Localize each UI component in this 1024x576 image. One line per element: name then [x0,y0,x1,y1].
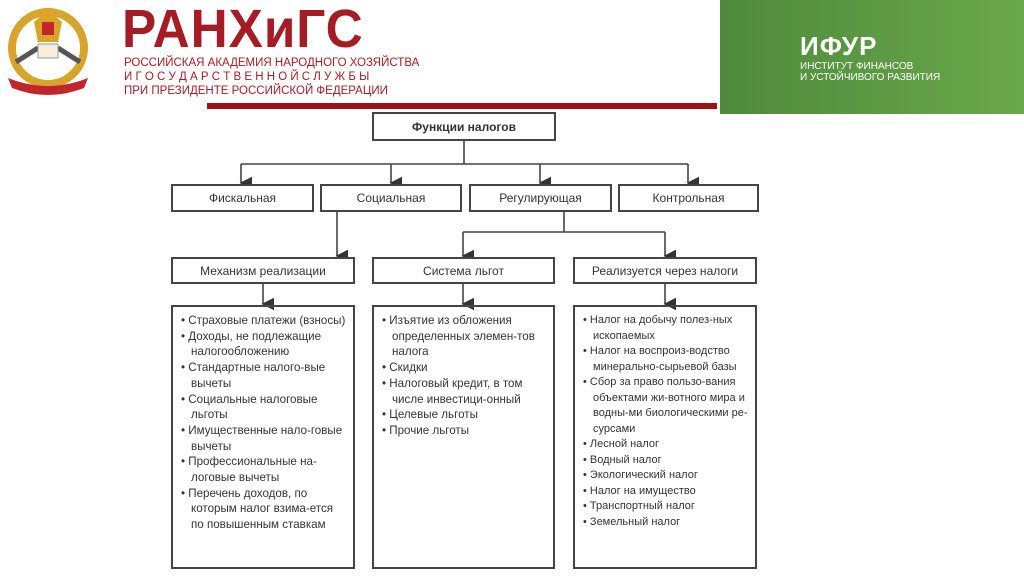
header-divider [207,103,717,109]
list-benefits: Изъятие из обложения определенных элемен… [372,305,555,569]
brand-line: ПРИ ПРЕЗИДЕНТЕ РОССИЙСКОЙ ФЕДЕРАЦИИ [124,85,388,97]
institute-title: ИФУР [800,31,878,61]
institute-line: ИНСТИТУТ ФИНАНСОВ [800,61,914,72]
brand-line: РОССИЙСКАЯ АКАДЕМИЯ НАРОДНОГО ХОЗЯЙСТВА [124,57,420,69]
list-item: Стандартные налого-вые вычеты [181,360,347,391]
list-item: Изъятие из обложения определенных элемен… [382,313,547,360]
list-item: Налог на имущество [583,484,749,500]
brand-title: РАНХиГС [122,0,364,59]
list-item: Перечень доходов, по которым налог взима… [181,486,347,533]
function-social: Социальная [320,184,462,212]
function-control: Контрольная [618,184,759,212]
list-taxes: Налог на добычу полез-ных ископаемых Нал… [573,305,757,569]
list-item: Налог на добычу полез-ных ископаемых [583,313,749,344]
list-mechanism: Страховые платежи (взносы) Доходы, не по… [171,305,355,569]
list-item: Лесной налог [583,437,749,453]
list-item: Экологический налог [583,468,749,484]
brand-line: И Г О С У Д А Р С Т В Е Н Н О Й С Л У Ж … [124,71,370,83]
list-item: Транспортный налог [583,499,749,515]
list-item: Страховые платежи (взносы) [181,313,347,329]
institute-banner [720,0,1024,114]
list-item: Профессиональные на-логовые вычеты [181,454,347,485]
list-item: Налог на воспроиз-водство минерально-сыр… [583,344,749,375]
ranepa-emblem-icon [4,2,92,98]
function-regulating: Регулирующая [469,184,612,212]
list-item: Целевые льготы [382,407,547,423]
list-item: Налоговый кредит, в том числе инвестици-… [382,376,547,407]
subhead-mechanism: Механизм реализации [171,257,355,284]
list-item: Социальные налоговые льготы [181,392,347,423]
subhead-benefits: Система льгот [372,257,555,284]
list-item: Имущественные нало-говые вычеты [181,423,347,454]
function-fiscal: Фискальная [171,184,314,212]
list-item: Скидки [382,360,547,376]
root-node: Функции налогов [372,112,556,141]
list-item: Земельный налог [583,515,749,531]
list-item: Водный налог [583,453,749,469]
institute-line: И УСТОЙЧИВОГО РАЗВИТИЯ [800,72,941,83]
list-item: Прочие льготы [382,423,547,439]
list-item: Сбор за право пользо-вания объектами жи-… [583,375,749,437]
list-item: Доходы, не подлежащие налогообложению [181,329,347,360]
subhead-via-taxes: Реализуется через налоги [573,257,757,284]
